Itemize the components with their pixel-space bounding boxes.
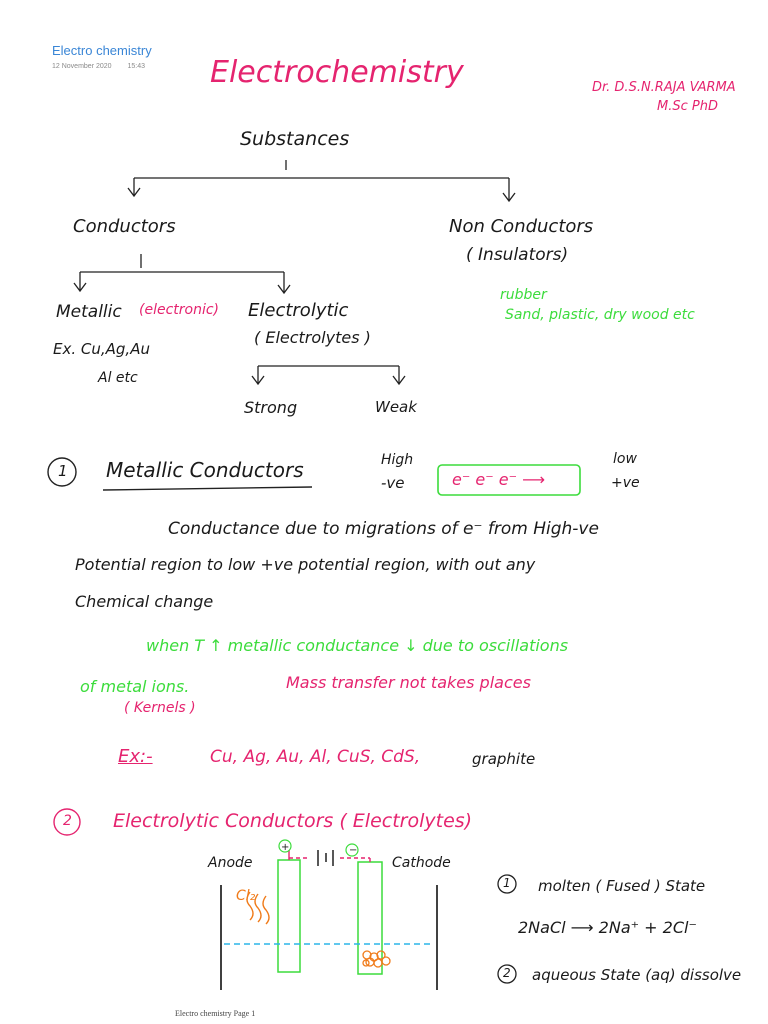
tree-metallic: Metallic xyxy=(56,302,122,322)
item1-number: 1 xyxy=(503,876,511,890)
tree-insulators: ( Insulators) xyxy=(466,245,569,265)
cathode-label: Cathode xyxy=(392,855,451,871)
section1-number: 1 xyxy=(58,462,68,480)
negative-ve-label: -ve xyxy=(381,474,405,492)
section1-heading: Metallic Conductors xyxy=(106,458,304,482)
author-name: Dr. D.S.N.RAJA VARMA xyxy=(592,80,736,95)
low-label: low xyxy=(613,451,637,467)
item2-number: 2 xyxy=(503,966,511,980)
svg-text:−: − xyxy=(349,845,357,856)
section2-number: 2 xyxy=(63,813,72,829)
tree-weak: Weak xyxy=(375,398,417,416)
molten-state-label: molten ( Fused ) State xyxy=(538,877,706,895)
tree-electrolytic: Electrolytic xyxy=(248,300,349,321)
metal-examples-line1: Ex. Cu,Ag,Au xyxy=(53,340,150,358)
high-label: High xyxy=(381,452,414,468)
tree-electrolytes: ( Electrolytes ) xyxy=(254,328,371,347)
section1-body-line2: Potential region to low +ve potential re… xyxy=(75,555,536,574)
anode-label: Anode xyxy=(208,855,253,871)
insulator-rubber: rubber xyxy=(500,287,547,303)
note-date: 12 November 2020 xyxy=(52,63,112,70)
note-title: Electrochemistry xyxy=(210,55,464,90)
svg-text:+: + xyxy=(281,842,289,853)
notebook-title: Electro chemistry xyxy=(52,43,152,58)
note-timestamp: 12 November 2020 15:43 xyxy=(52,63,159,70)
sodium-chloride-reaction: 2NaCl ⟶ 2Na⁺ + 2Cl⁻ xyxy=(518,918,697,937)
examples-label: Ex:- xyxy=(118,746,153,767)
author-degree: M.Sc PhD xyxy=(657,99,718,114)
section1-body-line1: Conductance due to migrations of e⁻ from… xyxy=(168,519,599,539)
electron-flow: e⁻ e⁻ e⁻ ⟶ xyxy=(452,470,546,489)
temperature-effect-line2: of metal ions. xyxy=(80,677,190,696)
conductor-examples: Cu, Ag, Au, Al, CuS, CdS, xyxy=(210,747,421,767)
page-footer: Electro chemistry Page 1 xyxy=(175,1009,256,1018)
section1-body-line3: Chemical change xyxy=(75,592,214,611)
metal-examples-line2: Al etc xyxy=(98,370,138,386)
tree-strong: Strong xyxy=(244,398,298,417)
tree-non-conductors: Non Conductors xyxy=(449,216,594,237)
section2-heading: Electrolytic Conductors ( Electrolytes) xyxy=(113,810,473,832)
graphite-example: graphite xyxy=(472,750,536,768)
tree-root-substances: Substances xyxy=(240,128,350,150)
positive-ve-label: +ve xyxy=(611,475,640,491)
tree-conductors: Conductors xyxy=(73,216,176,237)
mass-transfer-note: Mass transfer not takes places xyxy=(286,673,531,692)
tree-electronic: (electronic) xyxy=(139,302,220,318)
chlorine-gas-label: Cl₂ xyxy=(236,888,256,904)
kernels-note: ( Kernels ) xyxy=(124,700,196,716)
aqueous-state-label: aqueous State (aq) dissolve xyxy=(532,966,742,984)
note-time: 15:43 xyxy=(127,63,146,70)
insulator-examples: Sand, plastic, dry wood etc xyxy=(505,307,695,323)
temperature-effect-line1: when T ↑ metallic conductance ↓ due to o… xyxy=(146,636,569,655)
